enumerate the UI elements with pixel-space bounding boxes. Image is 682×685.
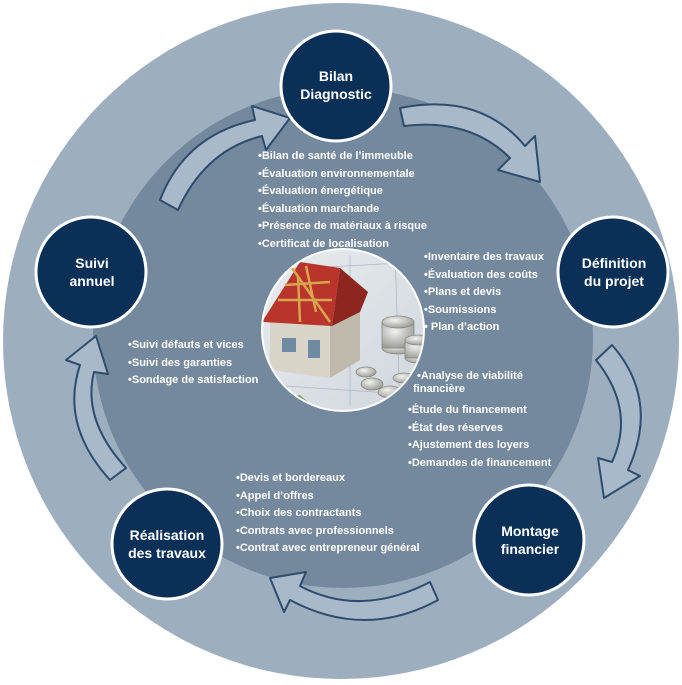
node-suivi [34,215,148,329]
arrow-realisation-to-suivi-icon [65,335,127,481]
montage-list: •Étude du financement •État des réserves… [408,402,551,472]
list-item: •Plans et devis [424,286,502,298]
list-item: financière [413,382,465,395]
arrow-montage-to-realisation-icon [269,571,439,621]
node-bilan [279,29,393,143]
montage-heading: •Analyse de viabilité financière [413,368,523,398]
list-item: •Certificat de localisation [258,237,389,250]
list-item: •Bilan de santé de l’immeuble [258,150,413,162]
list-item: •Inventaire des travaux [424,251,545,263]
list-item: •Demandes de financement [408,456,552,469]
list-item: •Contrat avec entrepreneur général [236,542,420,554]
list-item: •Devis et bordereaux [236,472,346,484]
list-item: •Suivi des garanties [128,356,233,369]
house-model-and-coins-photo [261,248,425,412]
suivi-list: •Suivi défauts et vices •Suivi des garan… [128,337,258,390]
list-item: • Plan d’action [424,321,500,333]
bilan-list: •Bilan de santé de l’immeuble •Évaluatio… [258,148,427,253]
list-item: •Étude du financement [408,404,527,416]
list-item: •Appel d’offres [236,489,314,502]
list-item: •Choix des contractants [236,507,362,519]
list-item: •Évaluation des coûts [424,268,538,281]
arrow-bilan-to-definition-icon [399,103,541,183]
list-item: •Contrats avec professionnels [236,524,394,537]
list-item: •Suivi défauts et vices [128,339,244,351]
list-item: •Ajustement des loyers [408,439,530,451]
node-montage [472,483,586,597]
list-item: •État des réserves [408,421,503,434]
list-item: •Évaluation énergétique [258,185,383,197]
list-item: •Présence de matériaux à risque [258,220,427,232]
list-item: •Évaluation marchande [258,202,380,215]
arrow-definition-to-montage-icon [595,344,642,499]
circular-curved-arrow-icon [65,103,642,621]
definition-list: •Inventaire des travaux •Évaluation des … [424,249,544,337]
node-definition [556,215,670,329]
node-realisation [110,487,224,601]
list-item: •Soumissions [424,303,497,316]
realisation-list: •Devis et bordereaux •Appel d’offres •Ch… [236,470,420,558]
list-item: •Analyse de viabilité [417,370,523,382]
list-item: •Sondage de satisfaction [128,374,259,386]
list-item: •Évaluation environnementale [258,167,415,180]
